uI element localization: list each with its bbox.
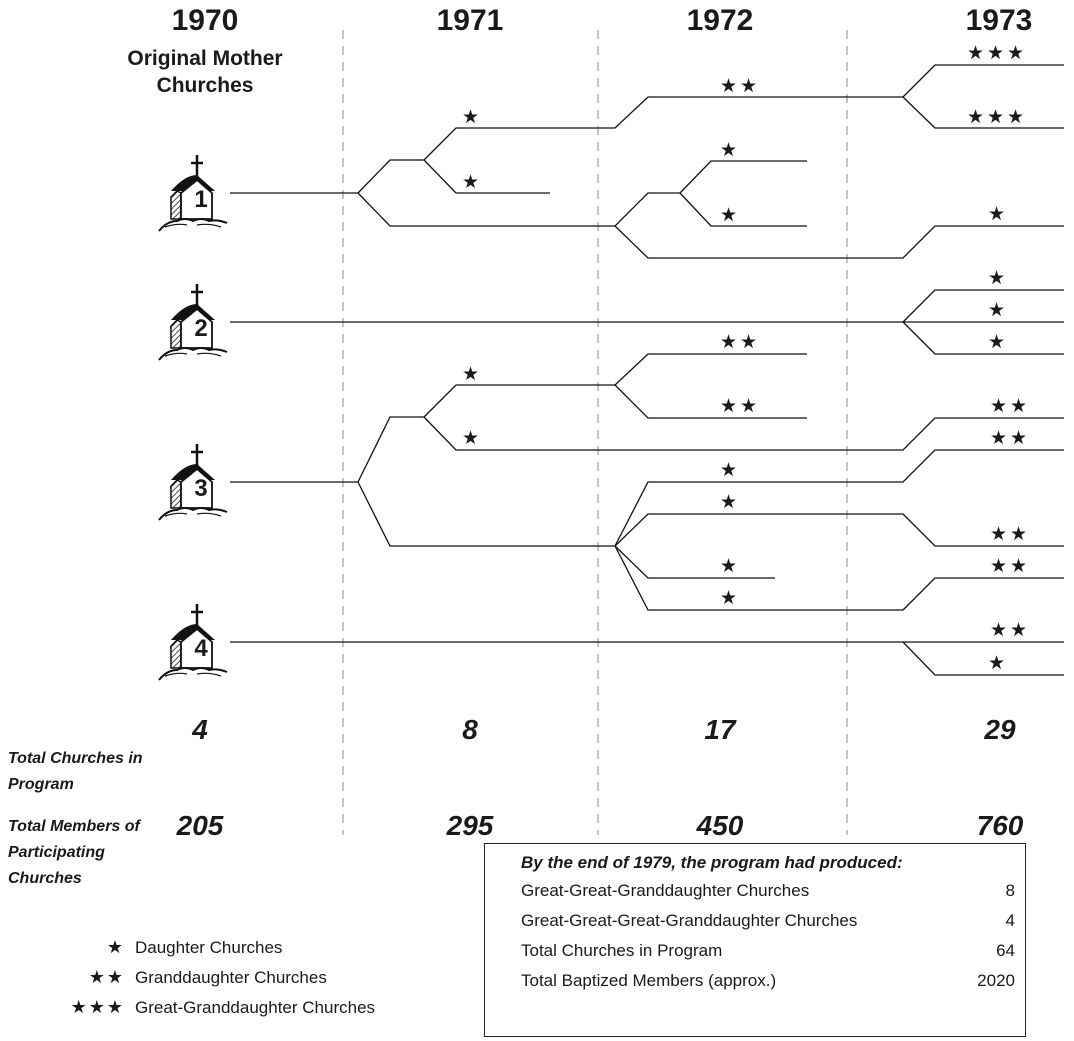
branch-line bbox=[679, 192, 807, 227]
mother-church-number: 3 bbox=[194, 475, 208, 502]
branch-mark: ★ bbox=[719, 460, 741, 481]
summary-value: 64 bbox=[996, 941, 1015, 960]
summary-box: By the end of 1979, the program had prod… bbox=[484, 843, 1026, 1037]
branch-line bbox=[357, 481, 615, 547]
branch-mark: ★★ bbox=[719, 332, 761, 353]
summary-row: Total Churches in Program 64 bbox=[485, 936, 1025, 966]
total-members-label: Total Members of Participating Churches bbox=[8, 818, 140, 887]
summary-value: 8 bbox=[1005, 881, 1015, 900]
legend-row: ★ Daughter Churches bbox=[45, 932, 465, 962]
total-members-value: 450 bbox=[696, 810, 744, 841]
branch-line bbox=[357, 416, 424, 483]
branch-mark: ★ bbox=[987, 332, 1009, 353]
branch-line bbox=[423, 96, 903, 161]
branch-line bbox=[902, 289, 1064, 323]
total-members-value: 295 bbox=[446, 810, 494, 841]
year-header: 1970 bbox=[171, 4, 239, 37]
branch-mark: ★ bbox=[461, 172, 483, 193]
branch-line bbox=[423, 159, 550, 194]
total-members-value: 205 bbox=[176, 810, 224, 841]
branch-mark: ★ bbox=[719, 205, 741, 226]
branch-line bbox=[423, 416, 1064, 451]
branch-line bbox=[902, 64, 1064, 98]
branch-line bbox=[614, 353, 807, 386]
branch-mark: ★★ bbox=[989, 620, 1031, 641]
branch-mark: ★★★ bbox=[966, 107, 1028, 128]
branch-line bbox=[357, 192, 615, 227]
branch-mark: ★★ bbox=[719, 396, 761, 417]
branch-line bbox=[423, 384, 615, 418]
branch-mark: ★★ bbox=[989, 428, 1031, 449]
star-icon: ★ bbox=[106, 937, 125, 957]
branch-mark: ★ bbox=[461, 428, 483, 449]
branch-line bbox=[679, 160, 807, 194]
summary-row: Total Baptized Members (approx.) 2020 bbox=[485, 966, 1025, 996]
summary-header: By the end of 1979, the program had prod… bbox=[521, 853, 903, 872]
year-header: 1972 bbox=[686, 4, 754, 37]
legend-label: Granddaughter Churches bbox=[135, 968, 327, 987]
summary-row: Great-Great-Granddaughter Churches 8 bbox=[485, 876, 1025, 906]
branch-mark: ★ bbox=[461, 364, 483, 385]
branch-line bbox=[902, 577, 1064, 611]
total-churches-value: 8 bbox=[462, 714, 478, 745]
year-header: 1971 bbox=[436, 4, 504, 37]
branch-mark: ★ bbox=[987, 653, 1009, 674]
branch-line bbox=[614, 384, 807, 419]
year-header: 1973 bbox=[965, 4, 1033, 37]
branch-mark: ★ bbox=[719, 588, 741, 609]
mother-churches-subtitle: Original Mother Churches bbox=[127, 47, 283, 97]
branch-line bbox=[902, 96, 1064, 129]
branch-line bbox=[230, 641, 1064, 676]
summary-label: Total Churches in Program bbox=[521, 941, 723, 960]
summary-row: Great-Great-Great-Granddaughter Churches… bbox=[485, 906, 1025, 936]
branch-mark: ★★ bbox=[989, 524, 1031, 545]
total-members-value: 760 bbox=[976, 810, 1024, 841]
star-icon: ★★ bbox=[88, 967, 125, 987]
star-icon: ★★★ bbox=[70, 997, 125, 1017]
branch-mark: ★ bbox=[719, 140, 741, 161]
branch-line bbox=[614, 545, 775, 579]
branch-mark: ★★ bbox=[719, 76, 761, 97]
total-churches-value: 17 bbox=[704, 714, 736, 745]
branch-mark: ★ bbox=[987, 268, 1009, 289]
summary-label: Great-Great-Great-Granddaughter Churches bbox=[521, 911, 858, 930]
legend-row: ★★ Granddaughter Churches bbox=[45, 962, 465, 992]
total-churches-value: 4 bbox=[192, 714, 208, 745]
branch-line bbox=[614, 513, 1064, 547]
branch-line bbox=[614, 449, 1064, 547]
summary-value: 2020 bbox=[977, 971, 1015, 990]
branch-line bbox=[614, 225, 1064, 259]
branch-mark: ★★ bbox=[989, 396, 1031, 417]
mother-church-number: 1 bbox=[194, 186, 208, 213]
branch-line bbox=[614, 545, 903, 611]
mother-church-number: 2 bbox=[194, 315, 208, 342]
branch-line bbox=[902, 321, 1064, 355]
branch-mark: ★ bbox=[987, 204, 1009, 225]
legend-label: Daughter Churches bbox=[135, 938, 283, 957]
branch-mark: ★ bbox=[719, 492, 741, 513]
legend-row: ★★★ Great-Granddaughter Churches bbox=[45, 992, 465, 1022]
branch-line bbox=[357, 159, 424, 194]
total-churches-value: 29 bbox=[984, 714, 1016, 745]
branch-mark: ★★ bbox=[989, 556, 1031, 577]
summary-label: Total Baptized Members (approx.) bbox=[521, 971, 777, 990]
legend: ★ Daughter Churches ★★ Granddaughter Churc… bbox=[45, 932, 465, 1022]
branch-mark: ★★★ bbox=[966, 43, 1028, 64]
legend-label: Great-Granddaughter Churches bbox=[135, 998, 376, 1017]
total-churches-label: Total Churches in Program bbox=[8, 750, 143, 793]
summary-value: 4 bbox=[1005, 911, 1015, 930]
branch-mark: ★ bbox=[461, 107, 483, 128]
mother-church-number: 4 bbox=[194, 635, 208, 662]
branch-line bbox=[614, 192, 680, 227]
branch-mark: ★ bbox=[719, 556, 741, 577]
summary-label: Great-Great-Granddaughter Churches bbox=[521, 881, 810, 900]
branch-mark: ★ bbox=[987, 300, 1009, 321]
